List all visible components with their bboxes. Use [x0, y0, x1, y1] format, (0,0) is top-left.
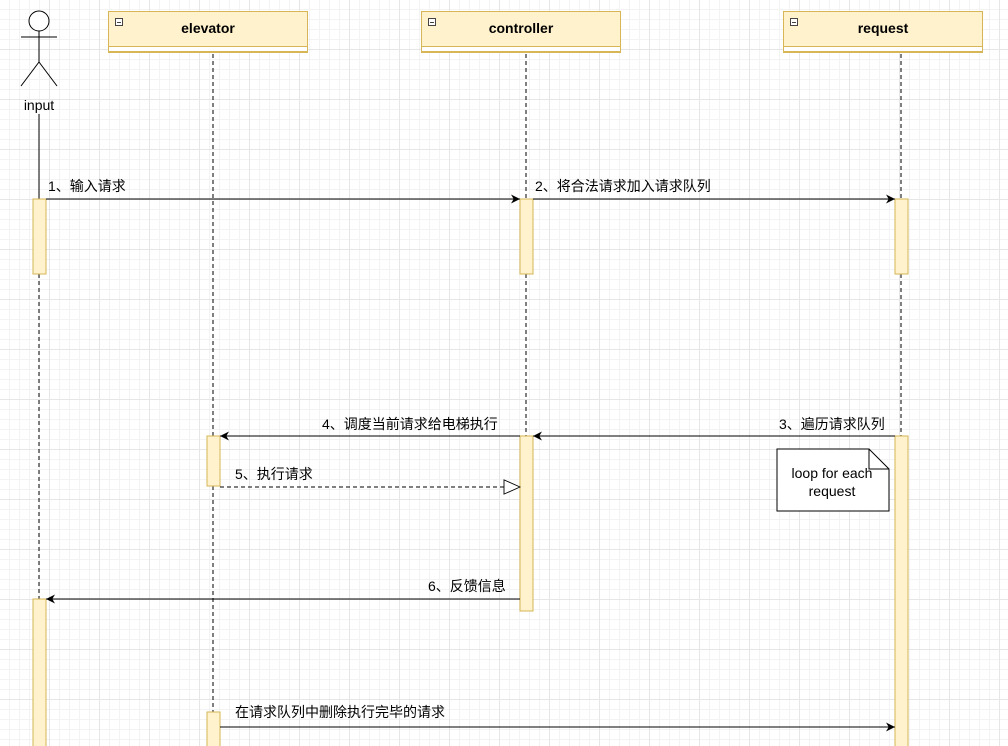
collapse-icon[interactable] [115, 18, 123, 26]
participant-title: controller [488, 20, 554, 36]
participant-divider [109, 46, 307, 52]
participant-divider [422, 46, 620, 52]
actor-label: input [23, 97, 55, 113]
note-text: loop for each request [776, 464, 888, 500]
actor-activation-bar[interactable] [32, 198, 47, 275]
collapse-icon[interactable] [790, 18, 798, 26]
message-label-4: 4、调度当前请求给电梯执行 [322, 416, 498, 432]
elevator-activation-bar[interactable] [206, 435, 221, 487]
message-label-2: 2、将合法请求加入请求队列 [535, 178, 711, 194]
loop-note[interactable] [776, 448, 890, 512]
participant-controller[interactable]: controller [421, 11, 621, 53]
participant-title: request [857, 20, 909, 36]
elevator-activation-bar[interactable] [206, 711, 221, 746]
message-label-6: 6、反馈信息 [428, 578, 506, 594]
message-label-7: 在请求队列中删除执行完毕的请求 [235, 704, 445, 720]
participant-elevator[interactable]: elevator [108, 11, 308, 53]
request-activation-bar[interactable] [894, 435, 909, 746]
message-label-1: 1、输入请求 [48, 178, 126, 194]
message-label-3: 3、遍历请求队列 [779, 416, 885, 432]
note-line-2: request [808, 483, 856, 499]
participant-request[interactable]: request [783, 11, 983, 53]
controller-activation-bar[interactable] [519, 435, 534, 612]
participant-title: elevator [181, 20, 235, 36]
participant-divider [784, 46, 982, 52]
controller-activation-bar[interactable] [519, 198, 534, 275]
request-activation-bar[interactable] [894, 198, 909, 275]
actor-activation-bar[interactable] [32, 598, 47, 746]
actor-icon[interactable] [20, 10, 58, 87]
note-line-1: loop for each [791, 465, 873, 481]
message-label-5: 5、执行请求 [235, 466, 313, 482]
collapse-icon[interactable] [428, 18, 436, 26]
loop-note-fold [868, 449, 889, 470]
